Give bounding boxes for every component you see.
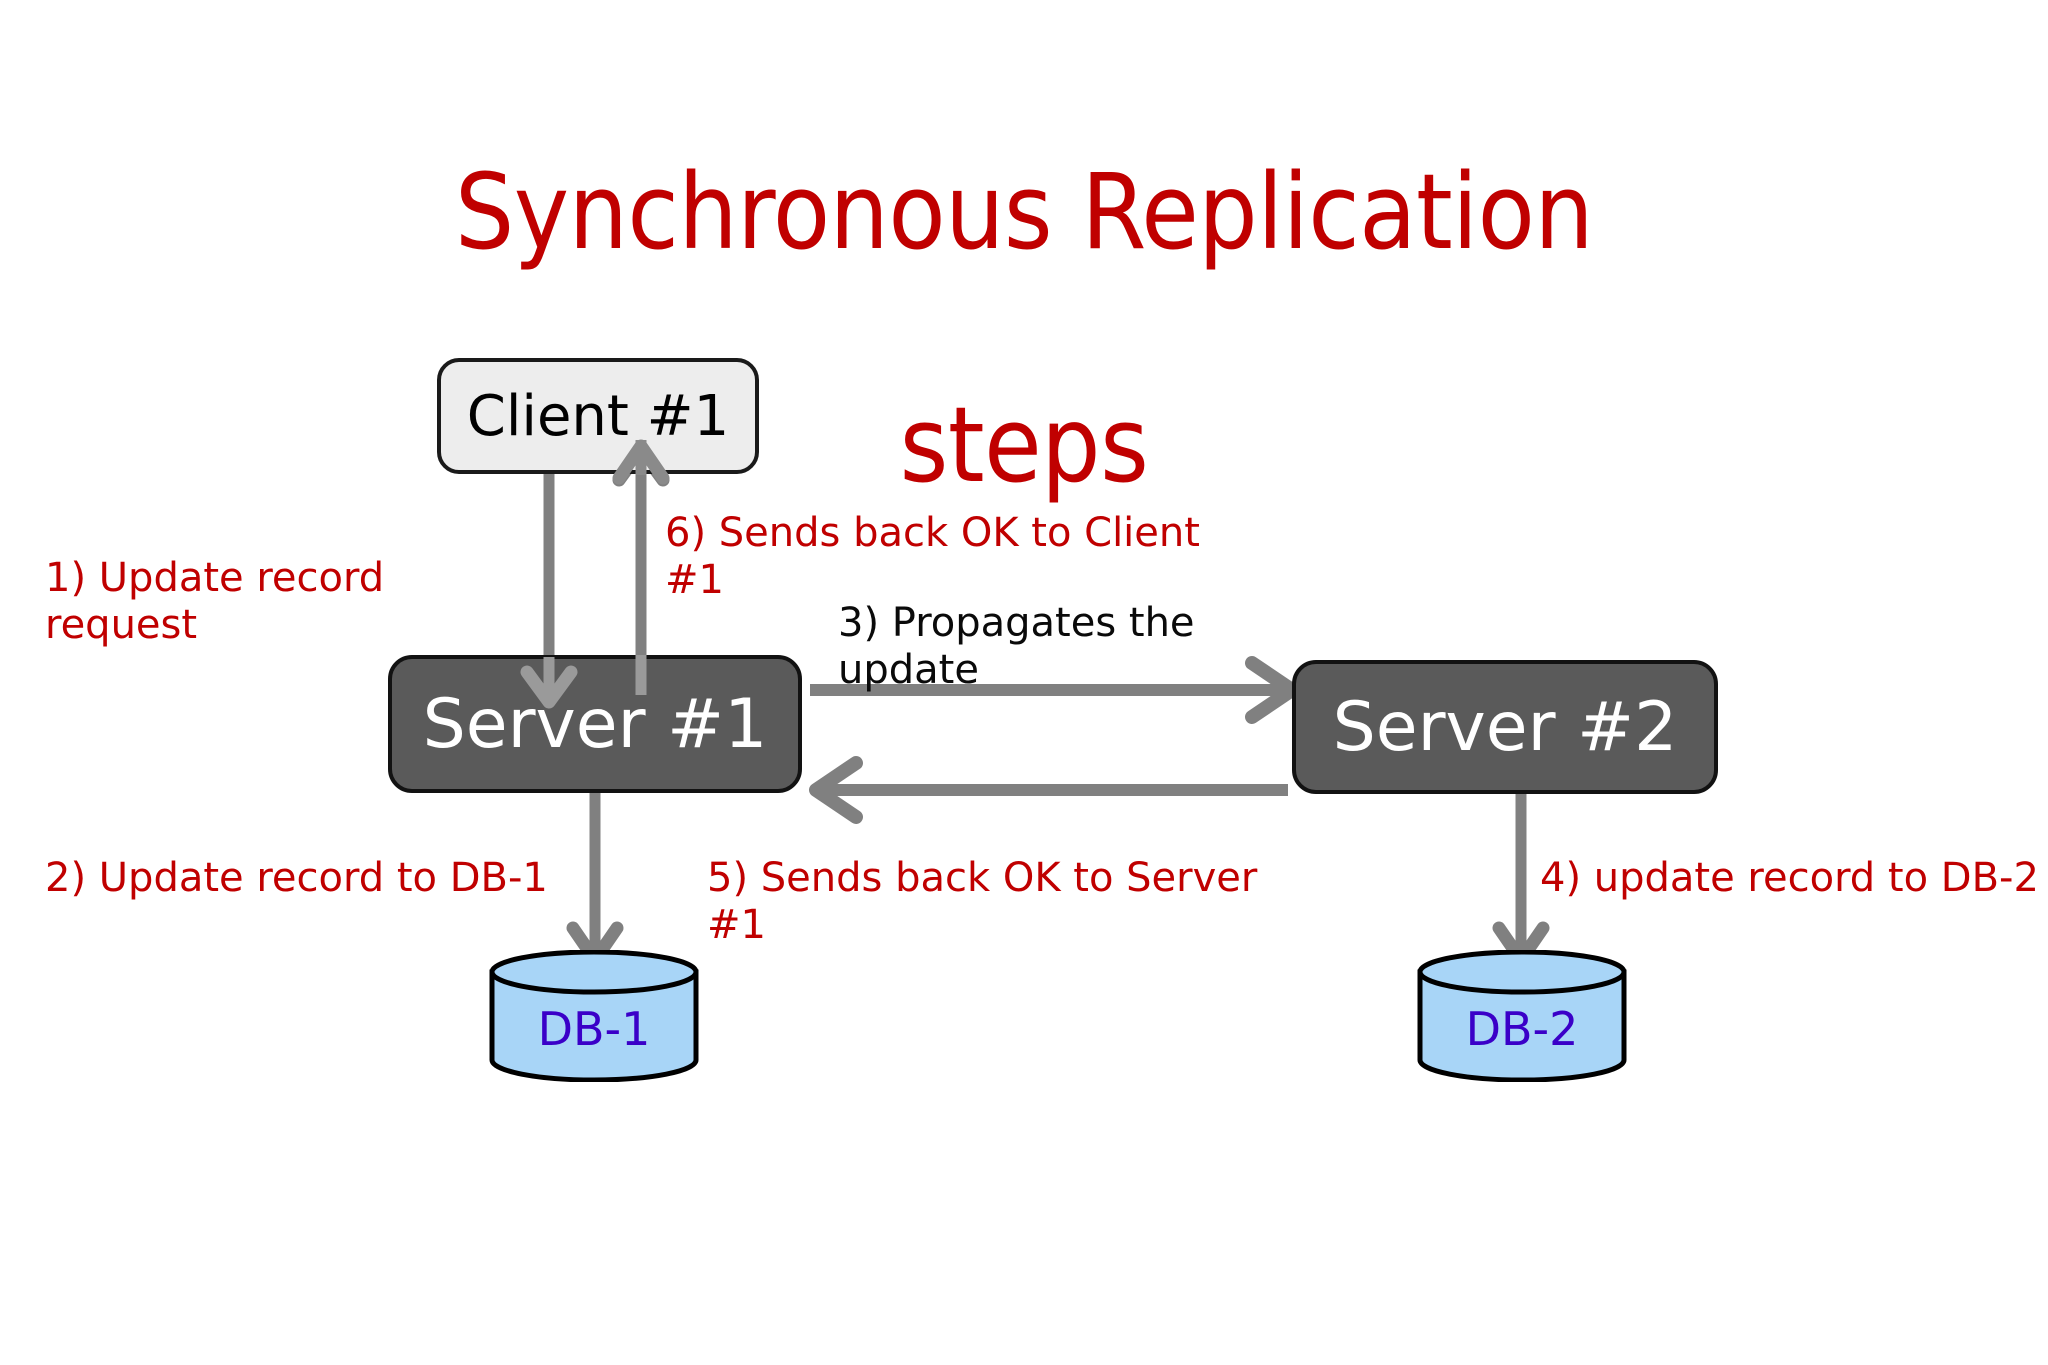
node-server-2-label: Server #2 <box>1332 687 1678 767</box>
arrow-server2-to-server1 <box>809 756 1288 824</box>
node-server-1[interactable]: Server #1 <box>388 655 802 793</box>
step-label-2: 2) Update record to DB-1 <box>45 855 548 901</box>
arrow-server2-to-db2 <box>1492 790 1550 967</box>
step-label-5: 5) Sends back OK to Server #1 <box>707 855 1258 949</box>
node-server-2[interactable]: Server #2 <box>1292 660 1718 794</box>
arrow-server1-to-db1 <box>566 790 624 967</box>
page-title-line-1: Synchronous Replication <box>454 151 1594 274</box>
step-label-4: 4) update record to DB-2 <box>1540 855 2039 901</box>
db-2-body <box>1417 969 1627 1082</box>
node-server-1-label: Server #1 <box>422 684 768 764</box>
node-client-1[interactable]: Client #1 <box>437 358 759 474</box>
page-title-line-2: steps <box>899 384 1149 507</box>
step-label-6: 6) Sends back OK to Client #1 <box>665 510 1200 604</box>
db-1-top <box>489 950 699 995</box>
node-db-1[interactable]: DB-1 <box>488 950 700 1082</box>
db-2-top <box>1417 950 1627 995</box>
step-label-3: 3) Propagates the update <box>838 600 1195 694</box>
node-client-1-label: Client #1 <box>466 383 730 449</box>
page-title: Synchronous Replication steps <box>0 38 2048 620</box>
db-1-body <box>489 969 699 1082</box>
step-label-1: 1) Update record request <box>45 555 385 649</box>
node-db-2[interactable]: DB-2 <box>1416 950 1628 1082</box>
